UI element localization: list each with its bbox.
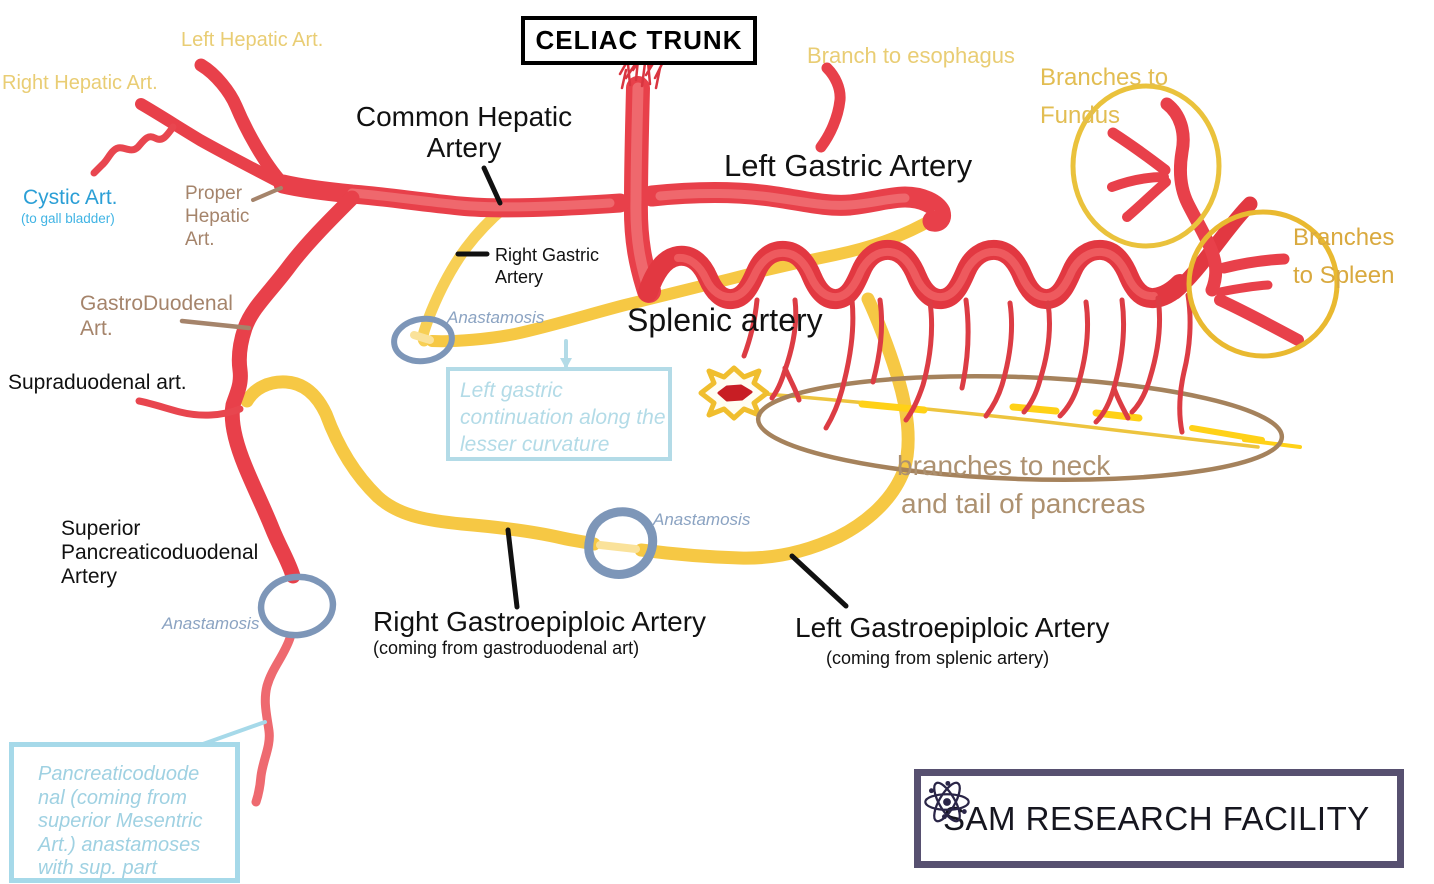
- label-right-gastroepiploic-sub: (coming from gastroduodenal art): [373, 638, 640, 658]
- diagram-title: CELIAC TRUNK: [521, 16, 757, 65]
- gastroduodenal-artery-vessel: [224, 190, 360, 584]
- callout-pancreaticoduodenal: Pancreaticoduode nal (coming from superi…: [9, 742, 240, 883]
- label-branches-fundus: Branches to Fundus: [1040, 64, 1169, 129]
- gastroepiploic-arcade-vessel: [240, 292, 915, 565]
- fundus-circle: [1070, 83, 1222, 249]
- label-gastroduodenal: GastroDuodenal Art.: [80, 292, 233, 340]
- label-right-gastroepiploic: Right Gastroepiploic Artery: [373, 606, 707, 637]
- right-gastric-artery-vessel: [417, 201, 511, 347]
- label-cystic-sub: (to gall bladder): [21, 211, 115, 226]
- anastomosis-ring-3: [257, 573, 337, 639]
- label-left-gastroepiploic: Left Gastroepiploic Artery: [795, 612, 1110, 643]
- celiac-trunk-vessel: [623, 76, 661, 303]
- common-hepatic-artery-vessel: [273, 174, 630, 218]
- left-gastric-artery-vessel: [641, 182, 951, 232]
- label-anastamosis-3: Anastamosis: [162, 614, 260, 633]
- label-right-gastric: Right Gastric Artery: [495, 245, 600, 287]
- label-anastamosis-2: Anastamosis: [653, 510, 751, 529]
- label-branch-esophagus: Branch to esophagus: [807, 43, 1015, 68]
- inferior-pancreaticoduodenal-vessel: [251, 633, 295, 807]
- celiac-trunk-frayed-top: [618, 56, 664, 90]
- label-right-hepatic: Right Hepatic Art.: [2, 72, 158, 94]
- label-superior-pancreaticoduodenal: Superior Pancreaticoduodenal Artery: [61, 517, 259, 588]
- label-left-gastric: Left Gastric Artery: [724, 148, 973, 183]
- anastomosis-ring-1: [391, 315, 455, 365]
- facility-branding-box: SAM RESEARCH FACILITY: [914, 769, 1404, 868]
- hepatic-branches-vessels: [90, 58, 289, 190]
- left-gastric-continuation-vessel: [426, 213, 939, 348]
- splenic-drooping-branches: [741, 292, 1193, 435]
- label-proper-hepatic: Proper Hepatic Art.: [185, 183, 250, 250]
- label-branches-spleen: Branches to Spleen: [1293, 224, 1395, 289]
- esophageal-branch-vessel: [815, 62, 846, 153]
- label-pointer-lines: [179, 165, 849, 746]
- label-cystic: Cystic Art.: [23, 186, 118, 209]
- fundus-branches-vessels: [1107, 97, 1223, 297]
- label-pancreas-branches: branches to neck and tail of pancreas: [897, 450, 1146, 519]
- diagram-title-text: CELIAC TRUNK: [535, 25, 743, 55]
- spleen-circle: [1186, 209, 1340, 359]
- label-left-hepatic: Left Hepatic Art.: [181, 29, 324, 51]
- pancreas-star-marker: [698, 365, 770, 421]
- supraduodenal-artery-vessel: [135, 397, 244, 419]
- callout-left-gastric-continuation: Left gastric continuation along the less…: [446, 367, 672, 461]
- label-common-hepatic: Common Hepatic Artery: [355, 101, 573, 163]
- facility-name: SAM RESEARCH FACILITY: [943, 799, 1370, 837]
- atom-icon: [924, 780, 970, 823]
- label-anastamosis-1: Anastamosis: [447, 308, 545, 327]
- spleen-branches-vessels: [1214, 253, 1304, 346]
- anastomosis-ring-2: [584, 507, 658, 579]
- pancreas-region-ellipse: [755, 373, 1285, 483]
- label-left-gastroepiploic-sub: (coming from splenic artery): [826, 648, 1050, 668]
- label-supraduodenal: Supraduodenal art.: [8, 371, 187, 394]
- label-splenic: Splenic artery: [627, 302, 823, 338]
- pancreatic-branch-line: [764, 392, 1302, 449]
